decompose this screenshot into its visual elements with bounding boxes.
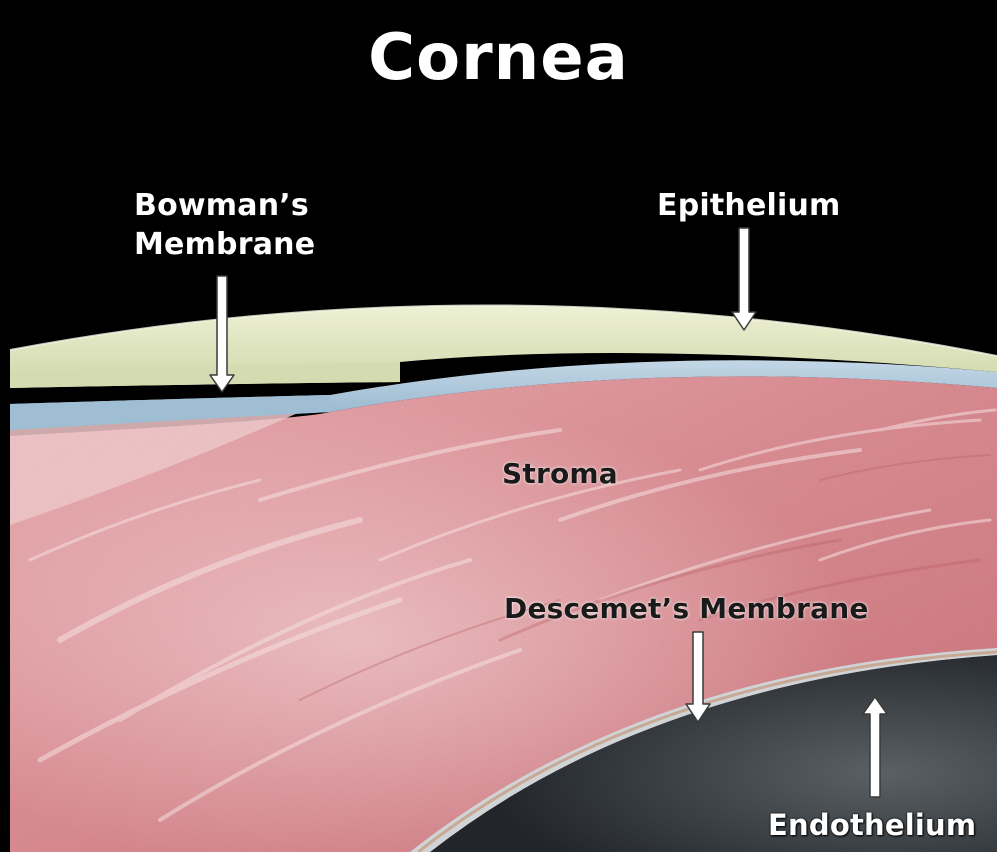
bowmans-membrane-label-line1: Bowman’s — [134, 186, 315, 225]
descemets-membrane-label: Descemet’s Membrane — [504, 591, 869, 627]
diagram-title: Cornea — [0, 22, 997, 94]
stroma-label: Stroma — [502, 456, 618, 492]
bowmans-membrane-label: Bowman’s Membrane — [134, 186, 315, 264]
epithelium-label: Epithelium — [657, 186, 840, 225]
bowmans-membrane-label-line2: Membrane — [134, 225, 315, 264]
endothelium-label: Endothelium — [768, 806, 976, 844]
